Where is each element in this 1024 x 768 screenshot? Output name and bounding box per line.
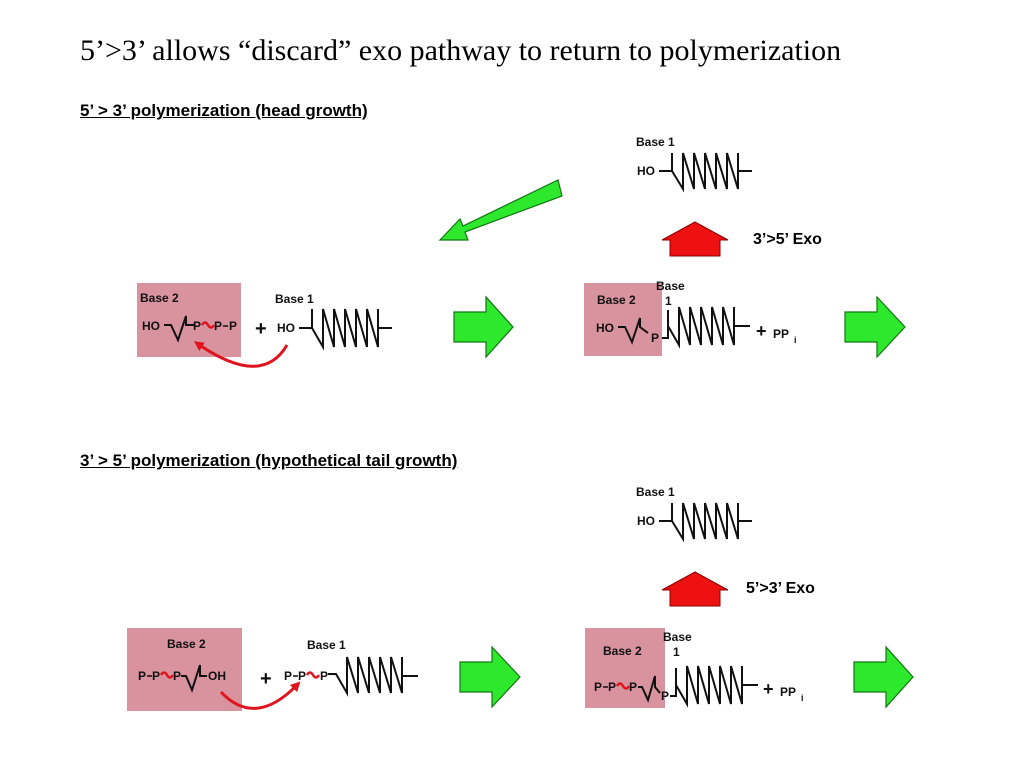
svg-text:Base 1: Base 1 (307, 638, 346, 652)
product-bottom: Base 2 P P P P Base 1 + PP i (585, 628, 804, 708)
exo-label-top: 3’>5’ Exo (753, 231, 822, 248)
heading-head-growth: 5’ > 3’ polymerization (head growth) (80, 101, 368, 120)
base1-label: Base 1 (636, 135, 675, 149)
svg-text:HO: HO (596, 321, 614, 335)
exo-product-bottom: Base 1 HO (636, 485, 752, 543)
svg-text:P: P (173, 669, 181, 683)
exo-arrow-bottom (661, 571, 729, 607)
svg-text:1: 1 (673, 645, 680, 659)
svg-text:OH: OH (208, 669, 226, 683)
svg-text:P: P (594, 680, 602, 694)
reactant-strand-bottom: Base 1 P P P (284, 638, 418, 697)
svg-text:1: 1 (665, 294, 672, 308)
svg-text:Base 2: Base 2 (597, 293, 636, 307)
plus-sign: + (260, 668, 272, 690)
forward-arrow (453, 295, 514, 359)
nucleotide-box (585, 628, 665, 708)
svg-text:PP: PP (780, 685, 796, 699)
svg-text:P: P (214, 319, 222, 333)
exo-product-top: Base 1 HO (636, 135, 752, 193)
svg-text:P: P (152, 669, 160, 683)
attack-arrow (219, 681, 301, 710)
svg-text:P: P (193, 319, 201, 333)
svg-text:Base 1: Base 1 (636, 485, 675, 499)
strand-zigzag (671, 152, 752, 193)
ho-label: HO (637, 164, 655, 178)
exo-arrow-top (661, 221, 729, 257)
svg-text:P: P (651, 331, 659, 345)
forward-arrow (844, 295, 906, 359)
slide-title: 5’>3’ allows “discard” exo pathway to re… (80, 34, 842, 67)
svg-text:P: P (608, 680, 616, 694)
product-top: Base 2 HO P Base 1 + PP i (584, 279, 797, 356)
svg-text:PP: PP (773, 327, 789, 341)
forward-arrow (459, 645, 521, 709)
svg-text:P: P (661, 689, 669, 703)
forward-arrow (853, 645, 914, 709)
nucleotide-box (127, 628, 242, 711)
svg-text:+: + (756, 321, 767, 341)
svg-text:P: P (298, 669, 306, 683)
svg-text:P: P (320, 669, 328, 683)
svg-text:P: P (629, 680, 637, 694)
svg-text:P: P (284, 669, 292, 683)
heading-tail-growth: 3’ > 5’ polymerization (hypothetical tai… (80, 451, 458, 470)
svg-text:i: i (801, 693, 804, 703)
reactant-strand-top: Base 1 HO (275, 292, 392, 351)
svg-text:+: + (763, 679, 774, 699)
plus-sign: + (255, 318, 267, 340)
svg-text:Base 2: Base 2 (140, 291, 179, 305)
reactant-nucleotide-bottom: Base 2 P P P OH (127, 628, 301, 711)
svg-text:HO: HO (277, 321, 295, 335)
nucleotide-box (137, 283, 241, 357)
svg-text:Base 1: Base 1 (275, 292, 314, 306)
return-arrow (438, 179, 563, 241)
svg-text:Base 2: Base 2 (603, 644, 642, 658)
svg-text:i: i (794, 335, 797, 345)
svg-text:HO: HO (142, 319, 160, 333)
svg-text:Base: Base (656, 279, 685, 293)
attack-arrow (193, 341, 289, 368)
svg-text:P: P (229, 319, 237, 333)
svg-text:Base 2: Base 2 (167, 637, 206, 651)
reactant-nucleotide-top: Base 2 HO P P P (137, 283, 289, 368)
svg-text:Base: Base (663, 630, 692, 644)
svg-text:HO: HO (637, 514, 655, 528)
nucleotide-box (584, 283, 662, 356)
svg-text:P: P (138, 669, 146, 683)
exo-label-bottom: 5’>3’ Exo (746, 580, 815, 597)
